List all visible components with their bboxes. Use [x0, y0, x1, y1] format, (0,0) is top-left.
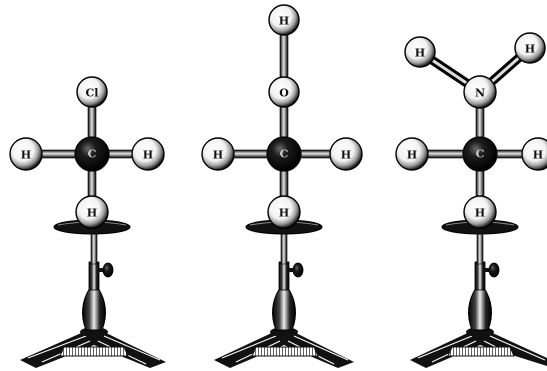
svg-text:C: C [476, 148, 485, 161]
atom-left-3: H [395, 137, 429, 171]
atom-center-3: C [462, 136, 498, 172]
svg-text:C: C [280, 148, 289, 161]
atom-top-2: O [268, 76, 300, 108]
atom-right-3: H [521, 137, 547, 171]
atom-bottom-2: H [267, 195, 301, 229]
atom-top-left-3: H [404, 36, 436, 68]
atom-bottom-3: H [463, 195, 497, 229]
atom-right-2: H [329, 137, 363, 171]
svg-text:H: H [475, 207, 485, 220]
svg-text:H: H [213, 149, 223, 162]
bonds-3 [413, 44, 543, 215]
atom-top-3: N [463, 75, 497, 109]
atom-left-2: H [201, 137, 235, 171]
model-1: Cl H H C H [9, 76, 166, 368]
svg-text:H: H [279, 15, 289, 28]
stand-base-3 [410, 327, 547, 368]
svg-text:O: O [279, 87, 289, 100]
svg-text:H: H [407, 149, 417, 162]
stand-stem-1 [82, 229, 114, 331]
svg-text:H: H [415, 47, 425, 60]
svg-text:C: C [88, 148, 97, 161]
atom-center-2: C [266, 136, 302, 172]
svg-text:H: H [341, 149, 351, 162]
atom-top-1: Cl [76, 76, 108, 108]
stand-base-1 [20, 327, 166, 368]
svg-text:H: H [525, 43, 535, 56]
stand-base-2 [214, 327, 354, 368]
stand-stem-2 [272, 229, 304, 331]
svg-text:H: H [21, 149, 31, 162]
svg-text:H: H [87, 207, 97, 220]
atom-top-right-3: H [514, 32, 546, 64]
model-2: H O H H C H [201, 4, 363, 368]
atom-center-1: C [74, 136, 110, 172]
svg-text:Cl: Cl [86, 87, 99, 100]
svg-text:H: H [143, 149, 153, 162]
atom-right-1: H [131, 137, 165, 171]
atom-left-1: H [9, 137, 43, 171]
atom-top2-2: H [268, 4, 300, 36]
svg-text:H: H [279, 207, 289, 220]
atom-bottom-1: H [75, 195, 109, 229]
bonds-2 [219, 19, 345, 215]
svg-text:H: H [533, 149, 543, 162]
model-3: H H N H H C H [395, 32, 547, 368]
stand-stem-3 [468, 229, 500, 331]
svg-text:N: N [475, 87, 485, 100]
